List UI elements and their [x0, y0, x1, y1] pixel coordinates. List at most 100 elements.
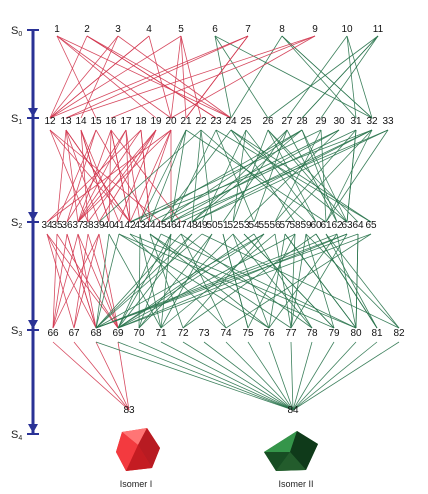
node-label: 1: [54, 24, 60, 35]
pathway-edge: [46, 233, 97, 329]
pathway-edge: [95, 341, 294, 411]
node-label: 22: [195, 116, 207, 127]
pathway-edge: [46, 233, 75, 329]
stage-arrow-icon: [28, 108, 38, 117]
pathway-edge: [170, 129, 217, 223]
pathway-edge: [138, 233, 213, 329]
pathway-edge: [170, 129, 389, 223]
pathway-edge: [52, 233, 68, 329]
pathway-edge: [149, 233, 270, 329]
pathway-edge: [185, 129, 327, 223]
node-label: 50: [206, 220, 218, 231]
node-label: 66: [47, 328, 59, 339]
node-label: 20: [165, 116, 177, 127]
node-label: 70: [133, 328, 145, 339]
pathway-edge: [160, 129, 232, 223]
pathway-edge: [320, 129, 327, 223]
node-label: 41: [113, 220, 125, 231]
pathway-edge: [267, 129, 359, 223]
node-label: 39: [93, 220, 105, 231]
pathway-edge: [336, 233, 357, 329]
pathway-edge: [77, 233, 97, 329]
pathway-edge: [49, 35, 150, 119]
pathway-edge: [125, 129, 131, 223]
pathway-edge: [139, 129, 187, 223]
pathway-edge: [117, 35, 232, 119]
node-label: 56: [269, 220, 281, 231]
pathway-edge: [80, 129, 110, 223]
pathway-edge: [77, 129, 172, 223]
pathway-edge: [292, 341, 313, 411]
pathway-edge: [73, 341, 130, 411]
node-label: 42: [124, 220, 136, 231]
pathway-edge: [65, 35, 316, 119]
pathway-edge: [56, 35, 157, 119]
node-label: 32: [366, 116, 378, 127]
pathway-edge: [110, 129, 131, 223]
pathway-edge: [182, 233, 265, 329]
pathway-edge: [129, 233, 357, 329]
stage-arrow-icon: [28, 424, 38, 433]
node-label: 15: [90, 116, 102, 127]
stage-label: S1: [11, 113, 22, 126]
pathway-edge: [95, 233, 338, 329]
pathway-edge: [225, 341, 294, 411]
pathway-edge: [191, 129, 303, 223]
pathway-edge: [95, 341, 130, 411]
pathway-edge: [230, 129, 348, 223]
node-label: 11: [373, 24, 384, 35]
isomer-2-icon: [264, 431, 318, 471]
node-label: 18: [135, 116, 147, 127]
pathway-edge: [66, 129, 97, 223]
pathway-edge: [52, 341, 130, 411]
node-label: 59: [300, 220, 312, 231]
pathway-edge: [170, 129, 340, 223]
node-label: 67: [68, 328, 80, 339]
pathway-edge: [148, 35, 172, 119]
pathway-edge: [214, 35, 373, 119]
pathway-edge: [95, 233, 110, 329]
pathway-edge: [292, 341, 335, 411]
pathway-edge: [160, 129, 357, 223]
pathway-edge: [191, 129, 389, 223]
node-label: 53: [238, 220, 250, 231]
pathway-edge: [77, 129, 127, 223]
node-label: 44: [144, 220, 156, 231]
pathway-edge: [139, 233, 162, 329]
node-label: 47: [175, 220, 187, 231]
pathway-edge: [49, 129, 162, 223]
pathway-edge: [182, 341, 294, 411]
stage-label: S2: [11, 217, 22, 230]
node-label: 21: [180, 116, 192, 127]
pathway-edge: [56, 35, 97, 119]
pathway-edge: [149, 233, 184, 329]
pathway-edge: [52, 233, 79, 329]
pathway-edge: [95, 233, 193, 329]
pathway-edge: [346, 35, 373, 119]
node-label: 2: [84, 24, 90, 35]
pathway-edge: [87, 129, 157, 223]
pathway-edge: [108, 233, 162, 329]
node-label: 51: [217, 220, 229, 231]
stage-label: S0: [11, 25, 22, 38]
pathway-edge: [95, 129, 151, 223]
pathway-edge: [117, 341, 294, 411]
pathway-edge: [160, 233, 172, 329]
node-label: 3: [115, 24, 121, 35]
pathway-edge: [268, 341, 294, 411]
pathway-edge: [222, 233, 249, 329]
pathway-edge: [65, 129, 79, 223]
pathway-edge: [125, 129, 141, 223]
node-label: 6: [212, 24, 218, 35]
pathway-edge: [180, 129, 373, 223]
pathway-edge: [80, 129, 89, 223]
pathway-edge: [95, 233, 265, 329]
pathway-edge: [160, 341, 294, 411]
pathway-edge: [56, 233, 119, 329]
pathway-edge: [301, 129, 348, 223]
pathway-edge: [56, 129, 67, 223]
pathway-edge: [305, 233, 335, 329]
pathway-edge: [180, 233, 313, 329]
pathway-edge: [117, 233, 162, 329]
